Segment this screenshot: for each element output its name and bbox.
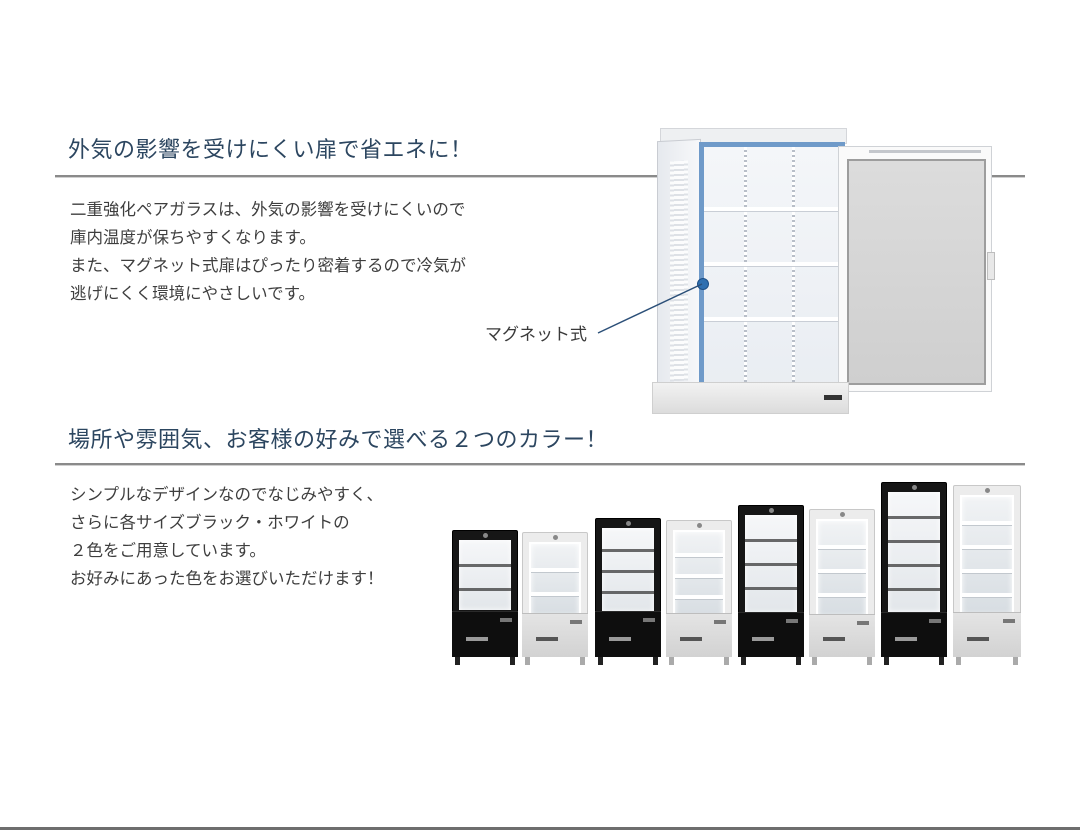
display-case-black-large (738, 505, 804, 665)
section-body-energy-saving: 二重強化ペアガラスは、外気の影響を受けにくいので 庫内温度が保ちやすくなります。… (70, 196, 466, 308)
open-glass-door (838, 146, 995, 392)
display-case-white-small (522, 532, 588, 665)
display-case-black-xlarge (881, 482, 947, 665)
cabinet-side-glass (657, 138, 701, 392)
brand-badge (824, 395, 842, 400)
color-lineup-image (448, 478, 1028, 673)
body-line: シンプルなデザインなのでなじみやすく、 (70, 485, 384, 504)
magnet-marker-icon (697, 278, 709, 290)
display-case-white-large (809, 509, 875, 665)
body-line: ２色をご用意しています。 (70, 541, 266, 560)
cabinet-base (652, 382, 849, 414)
callout-label-magnetic: マグネット式 (485, 325, 587, 345)
body-line: 二重強化ペアガラスは、外気の影響を受けにくいので (70, 200, 466, 219)
body-line: 庫内温度が保ちやすくなります。 (70, 228, 316, 247)
body-line: さらに各サイズブラック・ホワイトの (70, 513, 350, 532)
section-heading-two-colors: 場所や雰囲気、お客様の好みで選べる２つのカラー！ (68, 428, 609, 453)
body-line: 逃げにくく環境にやさしいです。 (70, 284, 316, 303)
open-door-display-case-image (652, 128, 997, 414)
display-case-white-medium (666, 520, 732, 665)
display-case-black-small (452, 530, 518, 665)
section-body-two-colors: シンプルなデザインなのでなじみやすく、 さらに各サイズブラック・ホワイトの ２色… (70, 481, 384, 593)
body-line: また、マグネット式扉はぴったり密着するので冷気が (70, 256, 466, 275)
section-divider (55, 175, 1025, 178)
magnetic-door-frame-highlight (699, 142, 845, 398)
section-divider (55, 463, 1025, 466)
section-heading-energy-saving: 外気の影響を受けにくい扉で省エネに！ (68, 138, 473, 163)
page-bottom-border (0, 827, 1080, 830)
body-line: お好みにあった色をお選びいただけます！ (70, 569, 384, 588)
door-handle (987, 252, 995, 280)
display-case-black-medium (595, 518, 661, 665)
display-case-white-xlarge (953, 485, 1021, 665)
